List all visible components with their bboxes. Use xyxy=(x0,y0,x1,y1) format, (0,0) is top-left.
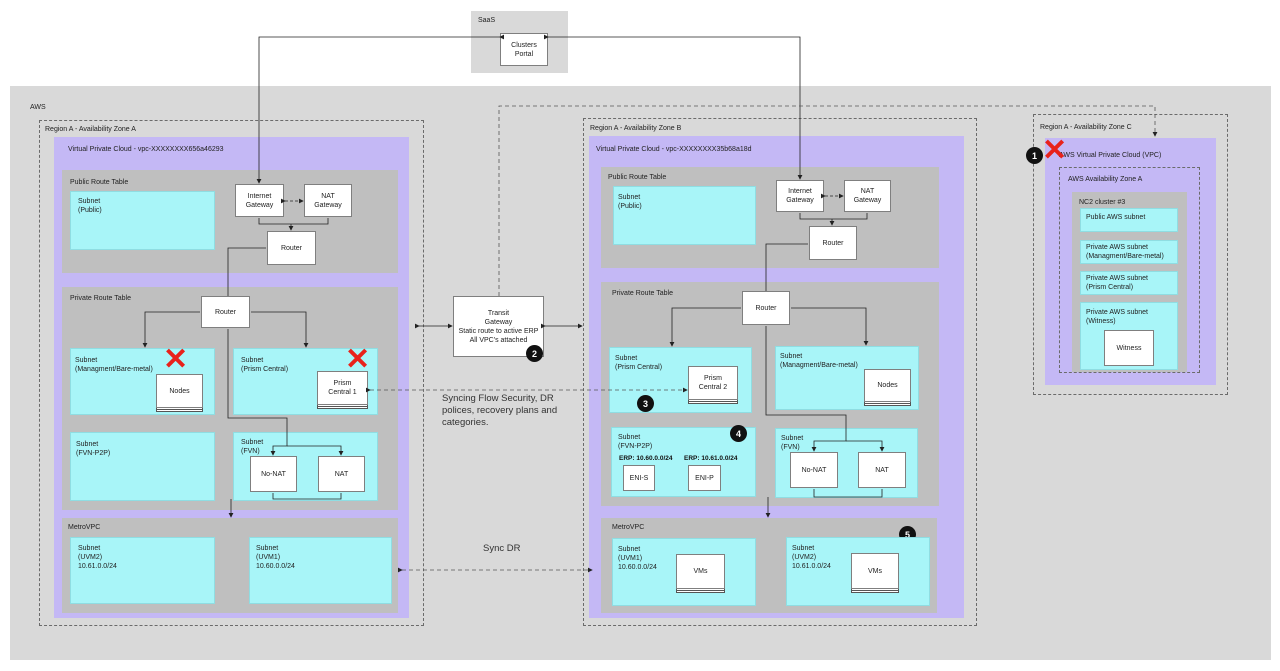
zone-a-router-private[interactable]: Router xyxy=(201,296,250,328)
zone-a xyxy=(39,120,424,626)
zone-c-subnet-mgmt[interactable] xyxy=(1080,240,1178,264)
zone-a-subnet-uvm2[interactable] xyxy=(70,537,215,604)
zone-b-subnet-fvn-label: Subnet (FVN) xyxy=(781,435,804,451)
zone-a-nodes[interactable]: Nodes xyxy=(156,374,203,408)
zone-a-router-public[interactable]: Router xyxy=(267,231,316,265)
zone-b-subnet-public-label: Subnet (Public) xyxy=(618,194,642,210)
zone-b-router-private[interactable]: Router xyxy=(742,291,790,325)
zone-a-label: Region A - Availability Zone A xyxy=(45,126,136,133)
zone-a-nat[interactable]: NAT xyxy=(318,456,365,492)
zone-c xyxy=(1033,114,1228,395)
zone-c-subnet-mgmt-label: Private AWS subnet (Managment/Bare-metal… xyxy=(1086,244,1164,260)
zone-b-subnet-uvm2-label: Subnet (UVM2) 10.61.0.0/24 xyxy=(792,545,831,570)
zone-c-subnet-pc-label: Private AWS subnet (Prism Central) xyxy=(1086,275,1148,291)
zone-b-internet-gateway[interactable]: Internet Gateway xyxy=(776,180,824,212)
sync-flow-note: Syncing Flow Security, DR polices, recov… xyxy=(442,393,558,428)
badge-2: 2 xyxy=(526,345,543,362)
zone-a-subnet-uvm2-label: Subnet (UVM2) 10.61.0.0/24 xyxy=(78,545,117,570)
zone-b-subnet-uvm1-label: Subnet (UVM1) 10.60.0.0/24 xyxy=(618,546,657,571)
zone-b-nat[interactable]: NAT xyxy=(858,452,906,488)
zone-c-subnet-witness-label: Private AWS subnet (Witness) xyxy=(1086,309,1148,325)
zone-b-router-public[interactable]: Router xyxy=(809,226,857,260)
zone-c-az-label: AWS Availability Zone A xyxy=(1068,176,1143,183)
zone-b-prism-central-2[interactable]: Prism Central 2 xyxy=(688,366,738,400)
zone-a-subnet-mgmt-label: Subnet (Managment/Bare-metal) xyxy=(75,357,153,373)
zone-c-vpc-label: AWS Virtual Private Cloud (VPC) xyxy=(1059,152,1162,159)
zone-a-internet-gateway[interactable]: Internet Gateway xyxy=(235,184,284,217)
zone-c-subnet-public-label: Public AWS subnet xyxy=(1086,214,1146,221)
zone-b-nat-gateway[interactable]: NAT Gateway xyxy=(844,180,891,212)
zone-a-vpc-label: Virtual Private Cloud - vpc-XXXXXXXX656a… xyxy=(68,146,224,153)
zone-a-subnet-fvn-p2p[interactable] xyxy=(70,432,215,501)
zone-a-subnet-public-label: Subnet (Public) xyxy=(78,198,102,214)
zone-c-az xyxy=(1059,167,1200,373)
zone-a-nat-gateway[interactable]: NAT Gateway xyxy=(304,184,352,217)
erp-label-2: ERP: 10.61.0.0/24 xyxy=(684,455,738,462)
badge-3: 3 xyxy=(637,395,654,412)
line-saas-igw-b xyxy=(544,34,803,180)
zone-a-private-rt-label: Private Route Table xyxy=(70,295,131,302)
zone-a-pc-failure-icon: ✕ xyxy=(345,343,371,376)
zone-b-private-rt-label: Private Route Table xyxy=(612,290,673,297)
sync-dr-note: Sync DR xyxy=(483,543,521,554)
zone-b-vms-1[interactable]: VMs xyxy=(676,554,725,589)
zone-c-failure-icon: ✕ xyxy=(1042,134,1068,167)
zone-b-nodes[interactable]: Nodes xyxy=(864,369,911,402)
clusters-portal[interactable]: Clusters Portal xyxy=(500,33,548,66)
zone-a-subnet-fvn-p2p-label: Subnet (FVN-P2P) xyxy=(76,441,111,457)
zone-a-metro-label: MetroVPC xyxy=(68,524,101,531)
zone-b-metro-label: MetroVPC xyxy=(612,524,645,531)
zone-a-mgmt-failure-icon: ✕ xyxy=(163,343,189,376)
zone-b-subnet-fvn-p2p-label: Subnet (FVN-P2P) xyxy=(618,434,653,450)
line-saas-igw-a xyxy=(256,34,504,184)
zone-a-subnet-public[interactable] xyxy=(70,191,215,250)
aws-label: AWS xyxy=(30,104,46,111)
zone-b-subnet-pc-label: Subnet (Prism Central) xyxy=(615,355,663,371)
zone-c-label: Region A - Availability Zone C xyxy=(1040,124,1132,131)
zone-a-subnet-fvn-label: Subnet (FVN) xyxy=(241,439,264,455)
zone-b-subnet-public[interactable] xyxy=(613,186,756,245)
zone-c-cluster-label: NC2 cluster #3 xyxy=(1079,199,1126,206)
badge-4: 4 xyxy=(730,425,747,442)
zone-a-subnet-uvm1[interactable] xyxy=(249,537,392,604)
badge-1: 1 xyxy=(1026,147,1043,164)
erp-label-1: ERP: 10.60.0.0/24 xyxy=(619,455,673,462)
zone-b-vms-2[interactable]: VMs xyxy=(851,553,899,589)
line-transit-zone-c xyxy=(498,105,1158,296)
zone-a-no-nat[interactable]: No-NAT xyxy=(250,456,297,492)
zone-c-subnet-public[interactable] xyxy=(1080,208,1178,232)
zone-b-no-nat[interactable]: No-NAT xyxy=(790,452,838,488)
zone-c-subnet-pc[interactable] xyxy=(1080,271,1178,295)
zone-a-subnet-uvm1-label: Subnet (UVM1) 10.60.0.0/24 xyxy=(256,545,295,570)
zone-b-subnet-mgmt-label: Subnet (Managment/Bare-metal) xyxy=(780,353,858,369)
zone-a-prism-central-1[interactable]: Prism Central 1 xyxy=(317,371,368,405)
zone-a-subnet-pc-label: Subnet (Prism Central) xyxy=(241,357,289,373)
eni-p[interactable]: ENI-P xyxy=(688,465,721,491)
eni-s[interactable]: ENI-S xyxy=(623,465,655,491)
zone-c-witness[interactable]: Witness xyxy=(1104,330,1154,366)
zone-a-public-rt-label: Public Route Table xyxy=(70,179,129,186)
saas-label: SaaS xyxy=(478,17,496,24)
